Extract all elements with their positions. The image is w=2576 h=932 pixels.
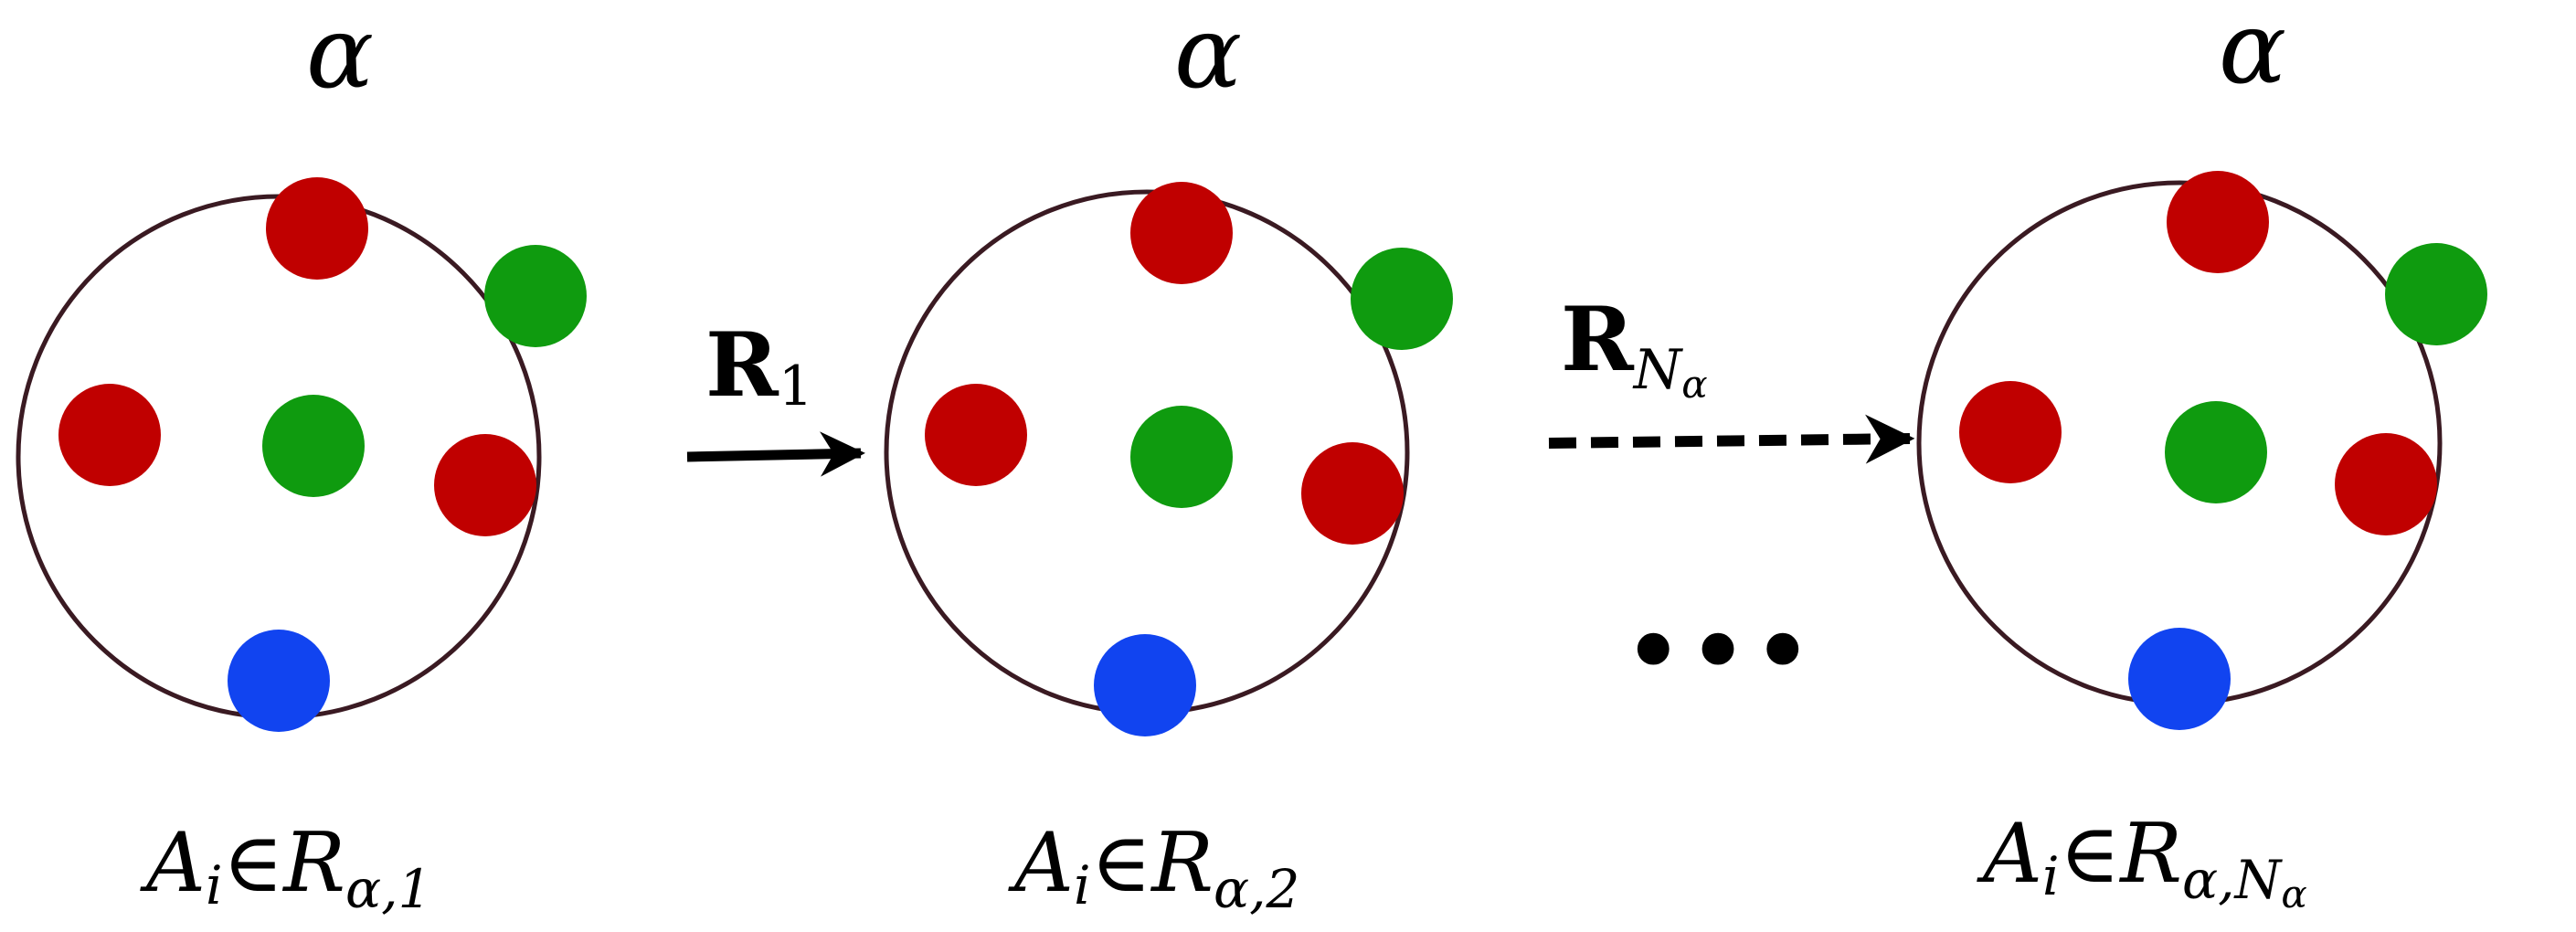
arrow-2-label: RNα: [1561, 288, 1708, 407]
set-1-label-r: R: [281, 815, 345, 911]
set-1-label-i: i: [206, 854, 223, 916]
set-3-label-sub: α,N: [2182, 849, 2284, 911]
arrow-2-label-r: R: [1561, 288, 1635, 391]
set-2-dot-1: [1130, 182, 1233, 284]
set-1-dot-5: [434, 434, 536, 536]
set-3-dot-6: [2128, 628, 2231, 730]
set-3-label-elem: ∈: [2060, 806, 2121, 902]
ellipsis: •••: [1621, 589, 1815, 716]
set-1-dot-1: [266, 177, 368, 280]
set-3-dot-5: [2335, 433, 2437, 535]
set-2-bottom-label: Ai∈Rα,2: [1008, 815, 1299, 920]
set-2-top-label: α: [1174, 0, 1242, 111]
set-2-label-sub: α,2: [1214, 858, 1300, 920]
set-3-dot-3: [1959, 381, 2062, 483]
arrow-2-label-sub2: α: [1681, 362, 1707, 407]
set-2-label-elem: ∈: [1091, 815, 1152, 911]
set-1-dot-2: [484, 245, 587, 347]
arrow-2-label-sub: N: [1632, 338, 1684, 402]
set-2-dot-2: [1351, 248, 1453, 350]
set-3-bottom-label: Ai∈Rα,Nα: [1977, 806, 2307, 916]
set-3: α Ai∈Rα,Nα: [1916, 0, 2487, 916]
set-1-bottom-label: Ai∈Rα,1: [140, 815, 431, 920]
set-2-dot-5: [1301, 442, 1404, 545]
arrow-2: RNα •••: [1548, 288, 1915, 716]
set-3-label-a: A: [1977, 806, 2042, 902]
set-1-label-a: A: [140, 815, 206, 911]
set-3-dot-4: [2165, 401, 2267, 503]
set-2-dot-4: [1130, 406, 1233, 508]
set-2-dot-3: [925, 384, 1027, 486]
arrow-1-label-r: R: [705, 313, 779, 417]
arrow-1: R1: [686, 313, 865, 477]
set-3-top-label: α: [2219, 0, 2286, 106]
set-3-dot-1: [2167, 171, 2269, 273]
set-1-label-elem: ∈: [223, 815, 284, 911]
set-2-label-a: A: [1008, 815, 1074, 911]
arrow-2-line: [1548, 414, 1915, 464]
set-1-dot-4: [262, 395, 365, 497]
set-1: α Ai∈Rα,1: [16, 0, 587, 920]
set-1-top-label: α: [306, 0, 374, 111]
set-2-dot-6: [1094, 634, 1196, 736]
set-2-label-r: R: [1150, 815, 1214, 911]
set-2: α Ai∈Rα,2: [884, 0, 1453, 920]
arrow-1-line: [686, 431, 865, 477]
set-1-dot-6: [228, 630, 330, 732]
arrow-1-label-sub: 1: [779, 355, 813, 418]
set-3-label-i: i: [2042, 845, 2060, 907]
set-1-dot-3: [58, 384, 161, 486]
set-3-dot-2: [2385, 243, 2487, 345]
set-1-label-sub: α,1: [345, 858, 432, 920]
set-3-label-sub2: α: [2281, 872, 2306, 916]
set-2-label-i: i: [1074, 854, 1091, 916]
arrow-1-label: R1: [705, 313, 813, 418]
set-3-label-r: R: [2118, 806, 2182, 902]
